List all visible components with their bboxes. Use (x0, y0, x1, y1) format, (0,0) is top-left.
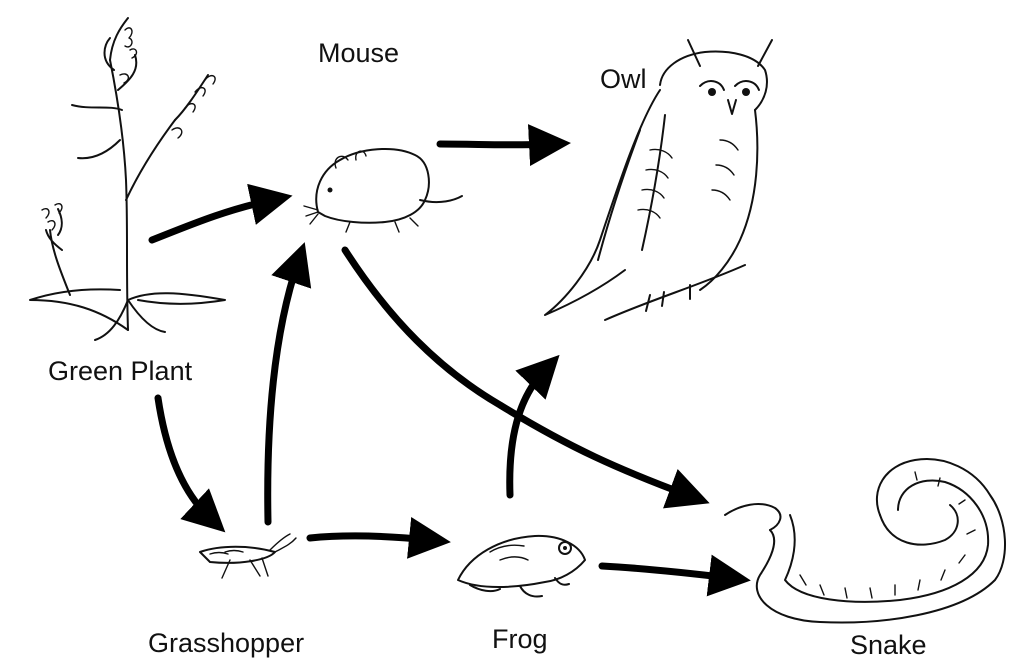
arrow-mouse-to-snake (345, 250, 690, 496)
label-grasshopper: Grasshopper (148, 628, 304, 659)
arrow-plant-to-grasshopper (158, 398, 210, 518)
green-plant-illustration (30, 18, 225, 340)
frog-illustration (458, 536, 585, 597)
arrow-frog-to-owl (510, 370, 545, 495)
arrow-mouse-to-owl (440, 144, 550, 145)
label-mouse: Mouse (318, 38, 399, 69)
label-snake: Snake (850, 630, 927, 661)
arrow-plant-to-mouse (152, 200, 272, 240)
owl-illustration (545, 40, 772, 320)
arrow-grasshopper-to-frog (310, 536, 430, 540)
mouse-illustration (304, 149, 462, 232)
label-frog: Frog (492, 624, 548, 655)
label-owl: Owl (600, 64, 647, 95)
arrow-grasshopper-to-mouse (268, 262, 298, 522)
arrow-frog-to-snake (602, 566, 730, 578)
grasshopper-illustration (200, 534, 296, 578)
snake-illustration (725, 459, 1005, 622)
label-green-plant: Green Plant (48, 356, 192, 387)
